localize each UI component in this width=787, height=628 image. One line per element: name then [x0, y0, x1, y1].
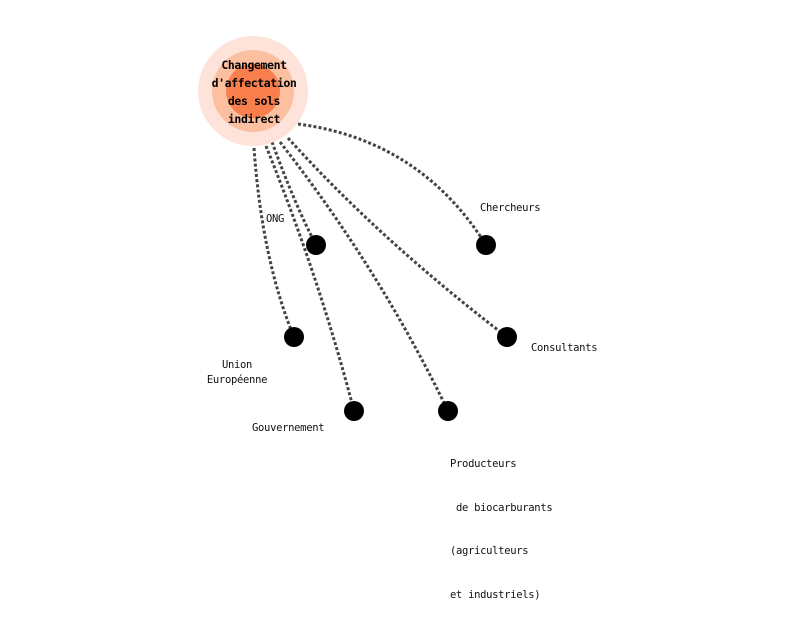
- label-producteurs: Producteurs de biocarburants (agriculteu…: [450, 428, 553, 617]
- connector-links: [252, 122, 508, 412]
- node-ong[interactable]: [306, 235, 326, 255]
- link-consultants: [286, 136, 508, 339]
- label-line: Gouvernement: [252, 422, 325, 434]
- label-gouvernement: Gouvernement: [252, 421, 325, 436]
- link-union-europeenne: [252, 147, 296, 338]
- link-ong: [270, 141, 318, 246]
- hub-title-line: indirect: [227, 112, 281, 126]
- hub-title-line: Changement: [221, 58, 287, 72]
- label-line: Européenne: [206, 374, 268, 386]
- hub-node: [198, 36, 308, 146]
- label-line: Producteurs: [450, 458, 517, 470]
- label-line: Consultants: [531, 342, 598, 354]
- label-line: (agriculteurs: [450, 545, 529, 557]
- hub-core: [226, 64, 280, 118]
- stakeholder-nodes: [284, 235, 517, 421]
- node-gouvernement[interactable]: [344, 401, 364, 421]
- hub-title: Changement d'affectation des sols indire…: [199, 56, 309, 128]
- node-consultants[interactable]: [497, 327, 517, 347]
- node-producteurs[interactable]: [438, 401, 458, 421]
- label-chercheurs: Chercheurs: [480, 201, 541, 216]
- node-union-europeenne[interactable]: [284, 327, 304, 347]
- label-line: de biocarburants: [450, 501, 553, 514]
- hub-title-line: d'affectation: [211, 76, 297, 90]
- node-chercheurs[interactable]: [476, 235, 496, 255]
- hub-title-line: des sols: [227, 94, 281, 108]
- link-producteurs: [278, 141, 450, 412]
- label-ong: ONG: [266, 212, 284, 227]
- label-line: ONG: [266, 213, 285, 225]
- link-chercheurs: [297, 122, 488, 246]
- label-line: et industriels): [450, 588, 541, 601]
- label-union-europeenne: Union Européenne: [206, 358, 268, 388]
- link-gouvernement: [264, 145, 356, 412]
- label-line: Union: [221, 359, 253, 371]
- label-line: Chercheurs: [480, 202, 541, 214]
- label-consultants: Consultants: [531, 341, 598, 356]
